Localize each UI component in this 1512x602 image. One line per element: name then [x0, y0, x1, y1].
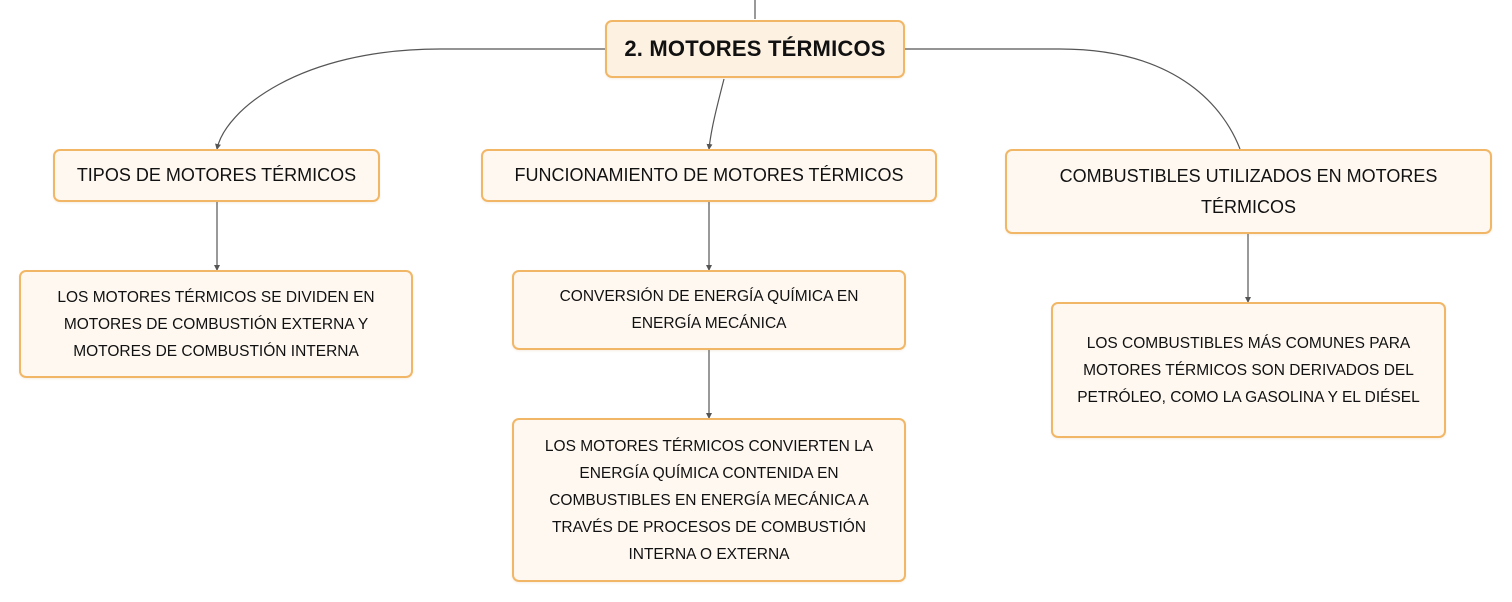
connector-root-to-funcionamiento: [706, 78, 725, 150]
subtopic-node-tipos-descripcion[interactable]: LOS MOTORES TÉRMICOS SE DIVIDEN EN MOTOR…: [19, 270, 413, 378]
subtopic-label-conversion-energia: CONVERSIÓN DE ENERGÍA QUÍMICA EN ENERGÍA…: [559, 288, 859, 332]
subtopic-label-combustibles-descripcion: LOS COMBUSTIBLES MÁS COMUNES PARA MOTORE…: [1077, 334, 1420, 406]
topic-label-combustibles: COMBUSTIBLES UTILIZADOS EN MOTORES TÉRMI…: [1059, 165, 1438, 217]
topic-label-tipos-de-motores: TIPOS DE MOTORES TÉRMICOS: [76, 165, 357, 185]
topic-label-funcionamiento: FUNCIONAMIENTO DE MOTORES TÉRMICOS: [514, 165, 904, 185]
root-topic-node[interactable]: 2. MOTORES TÉRMICOS: [605, 20, 905, 78]
subtopic-label-tipos-descripcion: LOS MOTORES TÉRMICOS SE DIVIDEN EN MOTOR…: [57, 288, 375, 360]
subtopic-node-conversion-energia[interactable]: CONVERSIÓN DE ENERGÍA QUÍMICA EN ENERGÍA…: [512, 270, 906, 350]
connector-root-to-combustibles: [905, 48, 1241, 150]
topic-node-tipos-de-motores[interactable]: TIPOS DE MOTORES TÉRMICOS: [53, 149, 380, 202]
connector-root-to-tipos: [215, 48, 605, 150]
topic-node-combustibles[interactable]: COMBUSTIBLES UTILIZADOS EN MOTORES TÉRMI…: [1005, 149, 1492, 234]
subtopic-label-funcionamiento-descripcion: LOS MOTORES TÉRMICOS CONVIERTEN LA ENERG…: [544, 437, 874, 563]
root-topic-label: 2. MOTORES TÉRMICOS: [624, 36, 886, 61]
subtopic-node-funcionamiento-descripcion[interactable]: LOS MOTORES TÉRMICOS CONVIERTEN LA ENERG…: [512, 418, 906, 582]
subtopic-node-combustibles-descripcion[interactable]: LOS COMBUSTIBLES MÁS COMUNES PARA MOTORE…: [1051, 302, 1446, 438]
topic-node-funcionamiento[interactable]: FUNCIONAMIENTO DE MOTORES TÉRMICOS: [481, 149, 937, 202]
